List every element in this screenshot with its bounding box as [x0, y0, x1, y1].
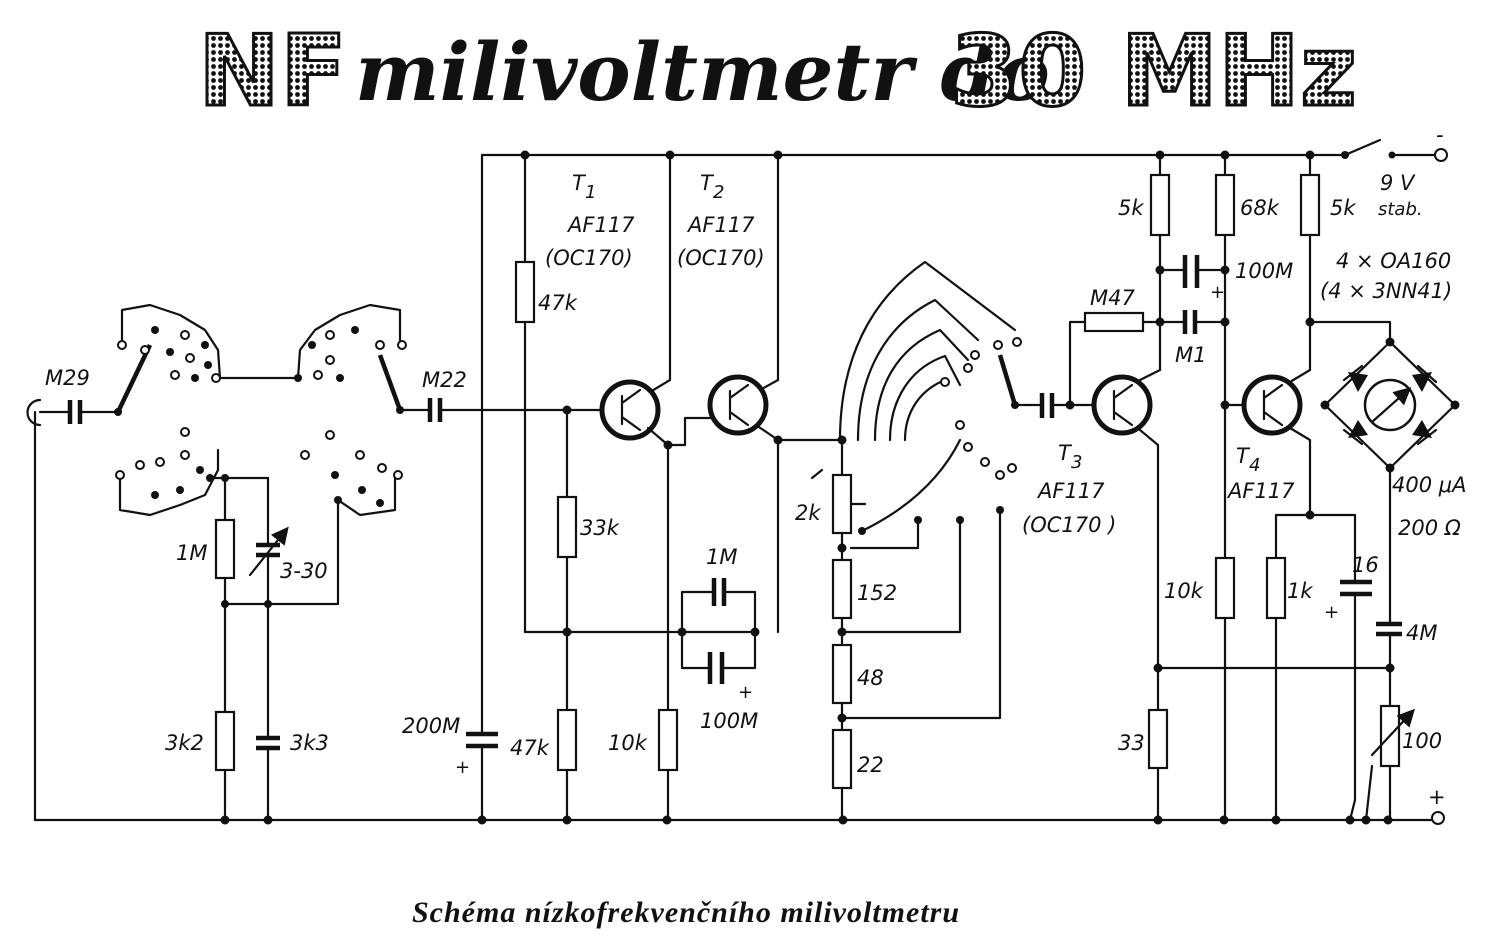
- pot-2k-label: 2k: [795, 501, 821, 525]
- t2-type: AF117: [686, 213, 755, 237]
- t2-name: T: [700, 171, 715, 195]
- t1-name: T: [572, 171, 587, 195]
- t2-sub: 2: [713, 182, 724, 203]
- r-div-top-label: 1M: [176, 541, 207, 565]
- t1-sub: 1: [585, 182, 596, 203]
- power-voltage: 9 V: [1380, 171, 1416, 195]
- title-nf: NF: [198, 15, 347, 129]
- r-1k-label: 1k: [1287, 579, 1313, 603]
- r-22-label: 22: [857, 753, 884, 777]
- c-supply-label: 200M: [402, 714, 460, 738]
- title: NF milivoltmetr do 30 MHz: [197, 14, 1359, 131]
- c-fb2-label: 100M: [700, 709, 758, 733]
- meter-current: 400 μA: [1392, 473, 1466, 497]
- c-supply-plus: +: [455, 757, 470, 778]
- r-68k-label: 68k: [1240, 196, 1280, 220]
- c-fb2-plus: +: [738, 682, 753, 703]
- t4-type: AF117: [1226, 479, 1295, 503]
- c-100m-plus: +: [1210, 282, 1225, 303]
- c-div-bot-label: 3k3: [290, 731, 329, 755]
- title-30mhz: 30 MHz: [950, 15, 1357, 129]
- input-section: M29 M22: [26, 303, 602, 822]
- t1-alt: (OC170): [545, 246, 633, 270]
- c-in-label: M29: [45, 366, 90, 390]
- r-div-bot-label: 3k2: [165, 731, 204, 755]
- r-33-label: 33: [1118, 731, 1145, 755]
- power-minus: -: [1436, 123, 1444, 147]
- r-t1-bias-label: 33k: [580, 516, 620, 540]
- meter-bridge: 4 × OA160 (4 × 3NN41) 400 μA 200 Ω 4M 10…: [1308, 249, 1466, 822]
- r-m47-label: M47: [1090, 286, 1135, 310]
- r-5k-a-label: 5k: [1118, 196, 1144, 220]
- t3-name: T: [1058, 441, 1073, 465]
- t3-type: AF117: [1036, 479, 1105, 503]
- r-10k-label: 10k: [1164, 579, 1204, 603]
- title-script: milivoltmetr do: [355, 25, 1050, 119]
- power-note: stab.: [1378, 199, 1423, 220]
- caption: Schéma nízkofrekvenčního milivoltmetru: [412, 896, 960, 929]
- r-t1-base-label: 47k: [538, 291, 578, 315]
- r-152-label: 152: [857, 581, 897, 605]
- c-m1-label: M1: [1175, 343, 1206, 367]
- c-trim-label: 3-30: [280, 559, 328, 583]
- c-4m-label: 4M: [1406, 621, 1437, 645]
- bottom-rail: +: [33, 785, 1446, 825]
- r-t1-low-label: 47k: [510, 736, 550, 760]
- t4-sub: 4: [1249, 455, 1260, 476]
- r-5k-b-label: 5k: [1330, 196, 1356, 220]
- c-16-label: 16: [1352, 553, 1379, 577]
- t2-alt: (OC170): [677, 246, 765, 270]
- t3-sub: 3: [1071, 452, 1082, 473]
- t4-section: 68k 10k T 4 AF117 5k 1k + 16: [1164, 153, 1379, 822]
- r-t2-emit-label: 10k: [608, 731, 648, 755]
- t3-alt: (OC170 ): [1022, 513, 1116, 537]
- t3-section: M47 T 3 AF117 (OC170 ) 5k + 100M M1 33: [1022, 153, 1390, 822]
- c-mid-label: M22: [422, 368, 467, 392]
- c-100m-label: 100M: [1235, 259, 1293, 283]
- t1-type: AF117: [566, 213, 635, 237]
- c-fb1-label: 1M: [706, 545, 737, 569]
- power-plus: +: [1428, 785, 1446, 809]
- t4-name: T: [1236, 444, 1251, 468]
- t1-t2-section: 200M + 47k 33k 47k T 1 AF117 (OC170) 10k…: [402, 153, 844, 822]
- pot-100-label: 100: [1402, 729, 1442, 753]
- meter-resistance: 200 Ω: [1398, 516, 1461, 540]
- diodes-type: 4 × OA160: [1336, 249, 1451, 273]
- range-divider: 2k 152 48 22: [795, 260, 1097, 822]
- diodes-alt: (4 × 3NN41): [1320, 279, 1452, 303]
- c-16-plus: +: [1324, 602, 1339, 623]
- r-48-label: 48: [857, 666, 884, 690]
